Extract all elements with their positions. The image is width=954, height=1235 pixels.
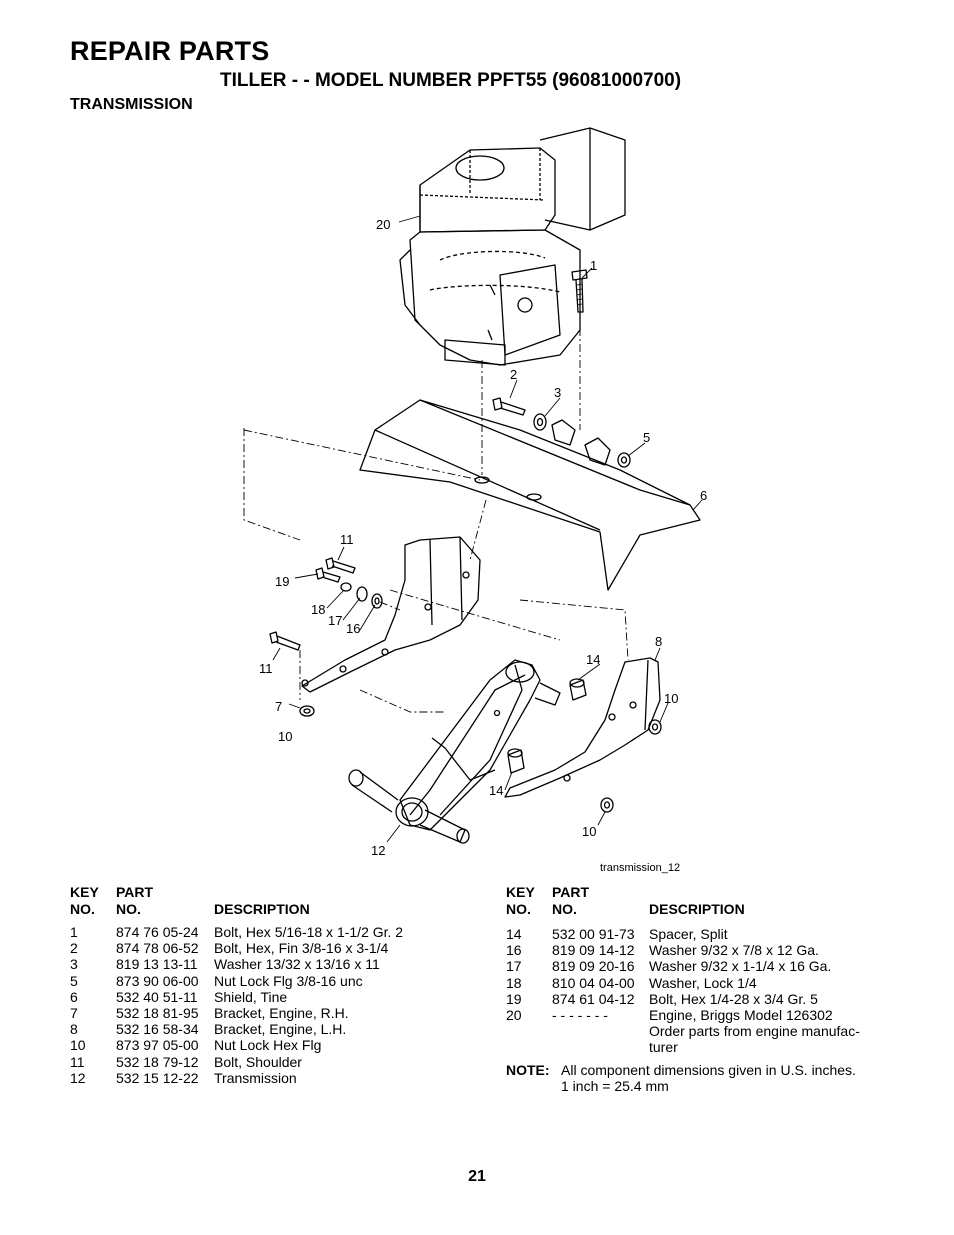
- callout-2: 2: [510, 367, 517, 382]
- description-header: DESCRIPTION: [649, 901, 745, 917]
- tine-shield: [359, 399, 701, 591]
- callout-5: 5: [643, 430, 650, 445]
- bolt-1: [571, 269, 588, 313]
- callout-10-right: 10: [664, 691, 678, 706]
- callout-1: 1: [590, 258, 597, 273]
- table-row: 20 - - - - - - - Engine, Briggs Model 12…: [506, 1006, 860, 1056]
- transmission-12: [348, 659, 561, 844]
- hardware-11-16-17-18-19: [269, 557, 383, 651]
- callout-20: 20: [376, 217, 390, 232]
- callout-17: 17: [328, 613, 342, 628]
- callout-8: 8: [655, 634, 662, 649]
- model-subtitle: TILLER - - MODEL NUMBER PPFT55 (96081000…: [220, 70, 682, 91]
- callout-3: 3: [554, 385, 561, 400]
- alignment-lines: [243, 312, 629, 713]
- callout-14-bottom: 14: [489, 783, 503, 798]
- callout-10-left: 10: [278, 729, 292, 744]
- nuts-10: [299, 705, 662, 813]
- callout-11-bottom: 11: [259, 661, 273, 676]
- bracket-rh-7: [301, 536, 481, 693]
- page-title: REPAIR PARTS: [70, 36, 270, 66]
- callout-14-top: 14: [586, 652, 600, 667]
- description-header: DESCRIPTION: [214, 901, 310, 917]
- note-text: All component dimensions given in U.S. i…: [561, 1062, 856, 1094]
- callout-6: 6: [700, 488, 707, 503]
- page-number: 21: [468, 1168, 486, 1185]
- transmission-exploded-diagram: 20 1 2 3 5 6 11 19 18 17 16 11 7 10 14 8…: [243, 127, 707, 874]
- callout-12: 12: [371, 843, 385, 858]
- figure-id: transmission_12: [600, 862, 680, 874]
- bracket-lh-8: [504, 657, 661, 798]
- section-heading: TRANSMISSION: [70, 96, 193, 113]
- spacers-14: [507, 678, 587, 774]
- callout-16: 16: [346, 621, 360, 636]
- callout-10-bottom: 10: [582, 824, 596, 839]
- callout-7: 7: [275, 699, 282, 714]
- note-label: NOTE:: [506, 1062, 550, 1078]
- hardware-2-3-5: [492, 397, 631, 468]
- callout-18: 18: [311, 602, 325, 617]
- engine-drawing: [399, 127, 626, 366]
- callout-11-top: 11: [340, 532, 354, 547]
- callout-19: 19: [275, 574, 289, 589]
- callout-leaders: [272, 215, 703, 843]
